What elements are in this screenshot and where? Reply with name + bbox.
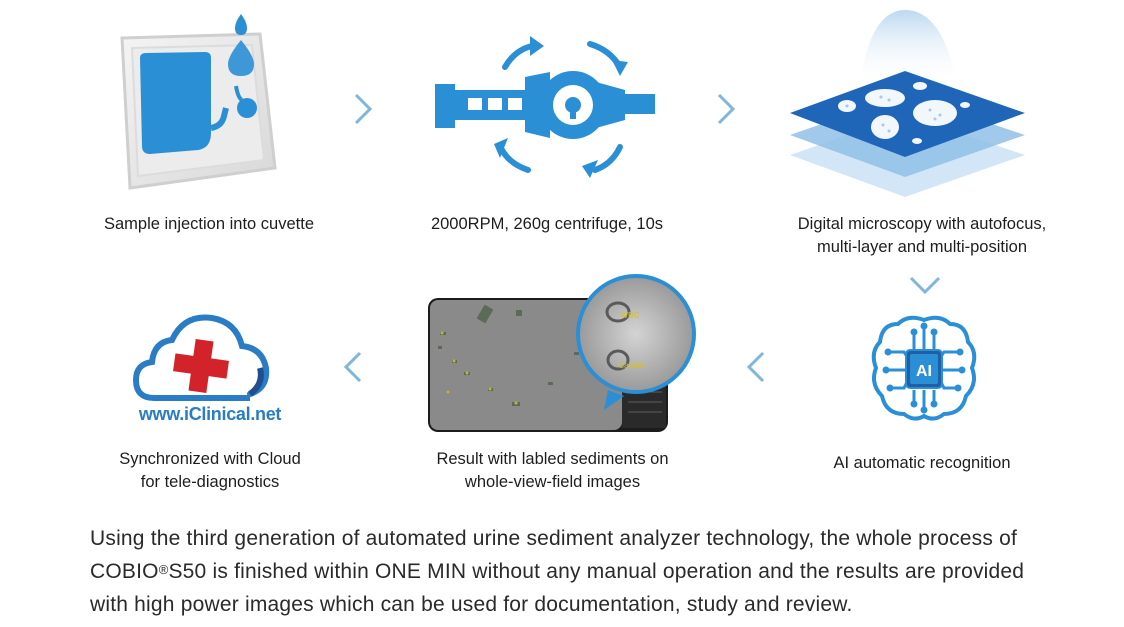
chevron-right-icon bbox=[715, 92, 737, 131]
ai-brain-icon: AI bbox=[868, 312, 980, 424]
caption-centrifuge: 2000RPM, 260g centrifuge, 10s bbox=[398, 213, 696, 236]
caption-line: multi-layer and multi-position bbox=[817, 238, 1027, 256]
centrifuge-illustration bbox=[430, 32, 665, 182]
cloud-logo-icon bbox=[132, 310, 272, 402]
chevron-left-icon bbox=[745, 350, 767, 389]
product-name: COBIO bbox=[90, 560, 159, 583]
caption-line: for tele-diagnostics bbox=[140, 473, 280, 491]
ai-label: AI bbox=[916, 363, 932, 380]
chevron-right-icon bbox=[352, 92, 374, 131]
microscopy-illustration bbox=[785, 5, 1030, 200]
caption-line: Digital microscopy with autofocus, bbox=[797, 215, 1047, 233]
description-text-part: S50 is finished within ONE MIN without a… bbox=[168, 560, 1025, 583]
description-line: with high power images which can be used… bbox=[90, 593, 853, 616]
caption-result: Result with labled sediments on whole-vi… bbox=[400, 448, 705, 494]
caption-line: Synchronized with Cloud bbox=[119, 450, 301, 468]
registered-mark: ® bbox=[158, 562, 169, 577]
brand-url: www.iClinical.net bbox=[138, 404, 282, 424]
caoxm-label: CaOxm bbox=[618, 360, 647, 370]
caption-microscopy: Digital microscopy with autofocus, multi… bbox=[742, 213, 1102, 259]
caption-cloud: Synchronized with Cloud for tele-diagnos… bbox=[60, 448, 360, 494]
chevron-left-icon bbox=[342, 350, 364, 389]
caption-injection: Sample injection into cuvette bbox=[60, 213, 358, 236]
cuvette-illustration bbox=[110, 8, 285, 193]
description-line: COBIO®S50 is finished within ONE MIN wit… bbox=[90, 555, 1080, 588]
caption-line: 2000RPM, 260g centrifuge, 10s bbox=[430, 215, 664, 233]
caption-line: Sample injection into cuvette bbox=[103, 215, 315, 233]
wbc-label: WBC bbox=[620, 310, 640, 320]
caption-line: whole-view-field images bbox=[464, 473, 641, 491]
result-screen: WBC CaOxm bbox=[428, 272, 698, 434]
caption-ai: AI automatic recognition bbox=[772, 452, 1072, 475]
chevron-down-icon bbox=[908, 274, 942, 301]
caption-line: AI automatic recognition bbox=[833, 454, 1011, 472]
caption-line: Result with labled sediments on bbox=[436, 450, 669, 468]
description-line: Using the third generation of automated … bbox=[90, 527, 1018, 550]
description-text: Using the third generation of automated … bbox=[90, 522, 1080, 621]
